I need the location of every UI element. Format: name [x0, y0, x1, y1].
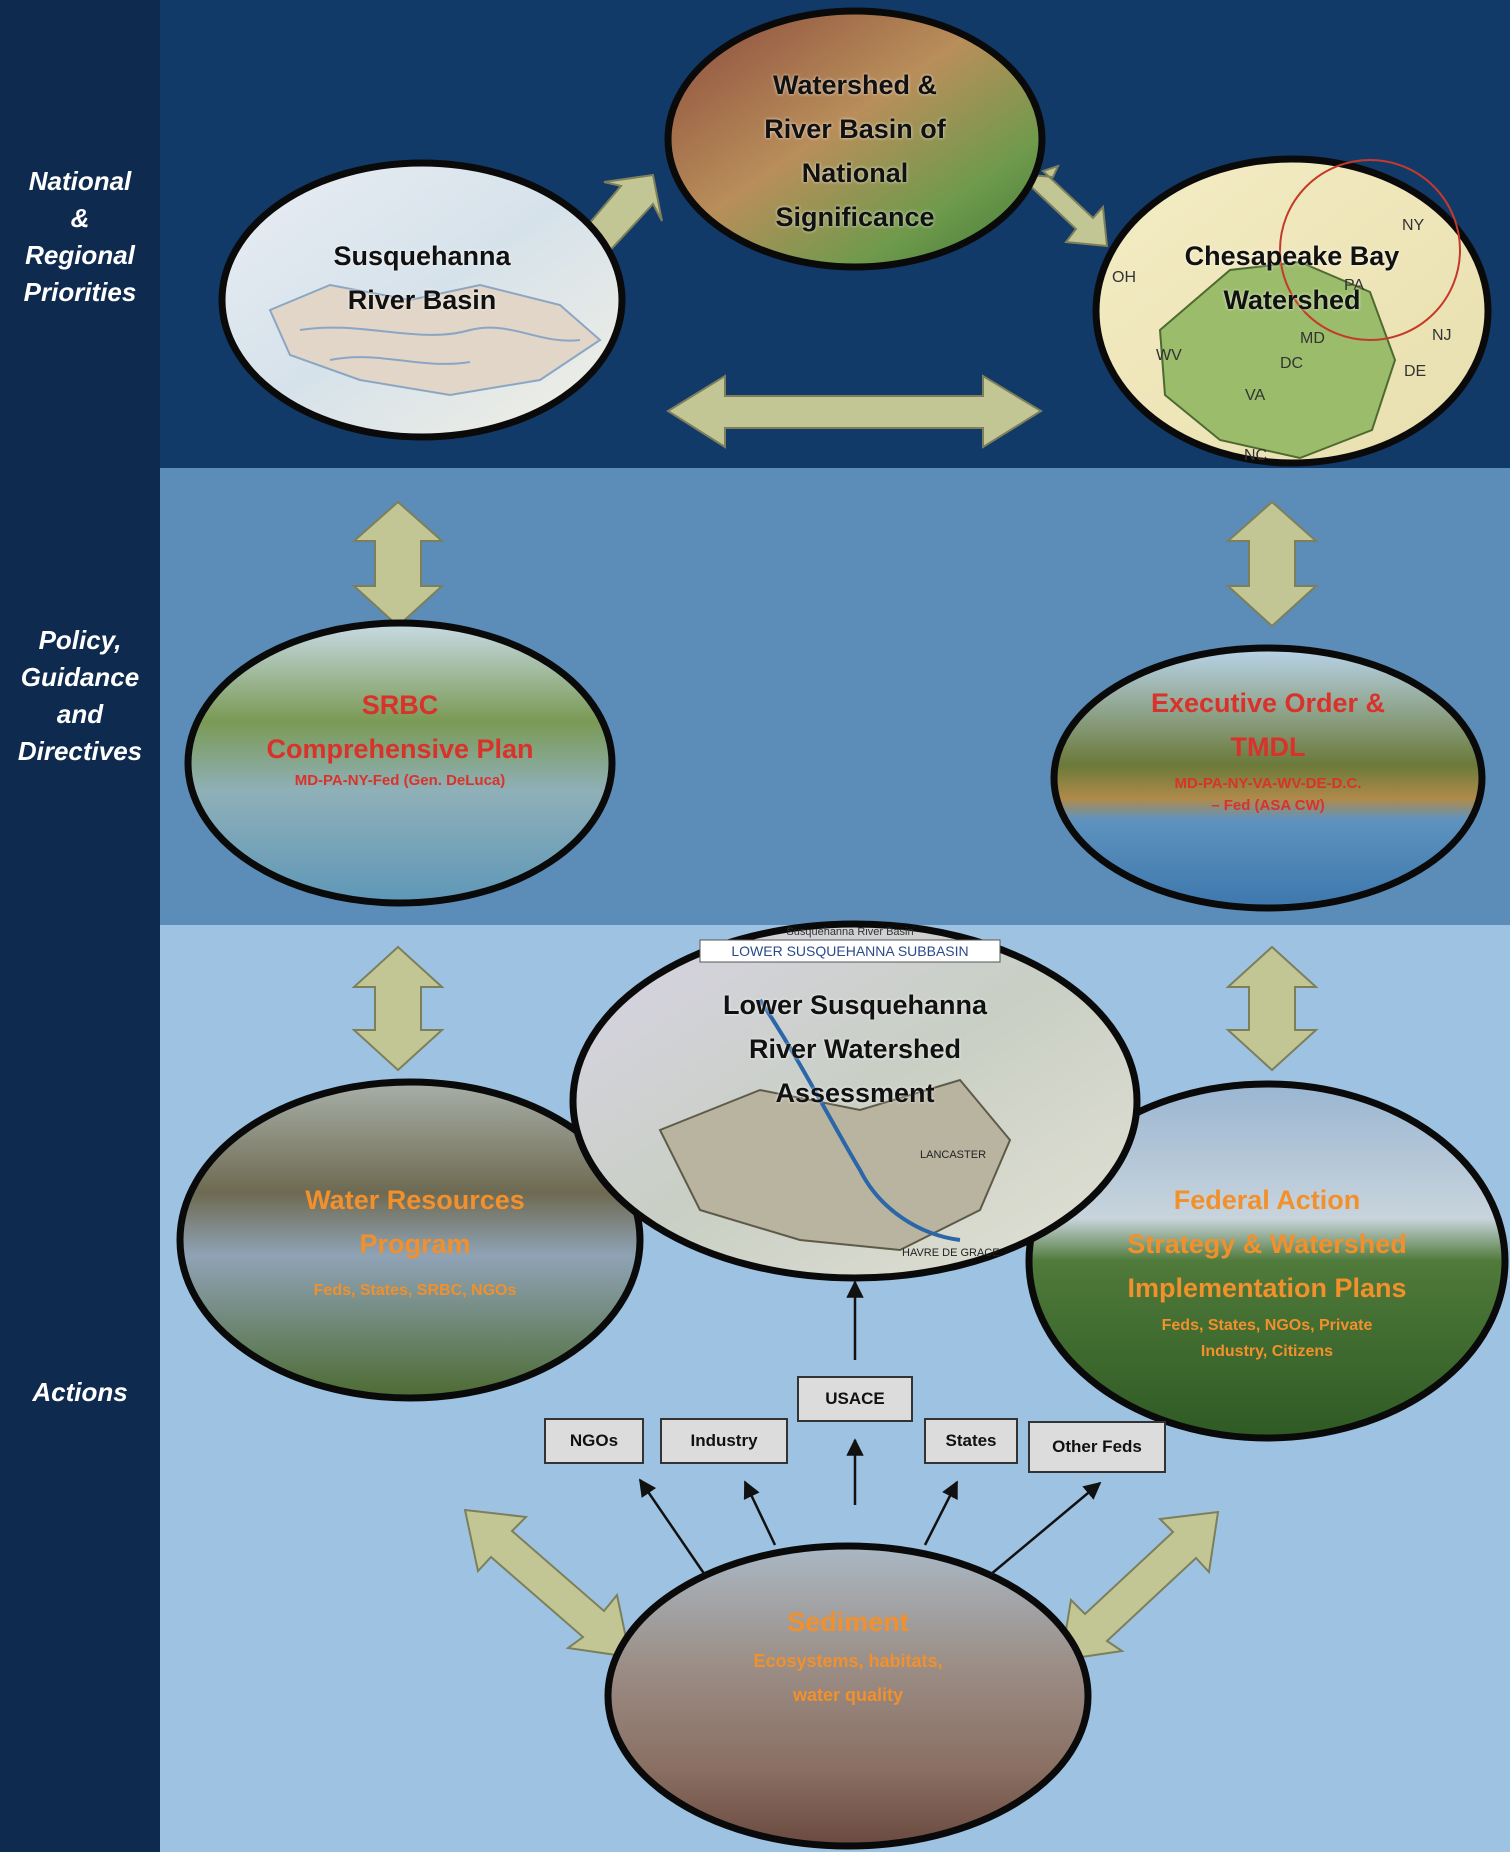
federal-action-title: Federal Action Strategy & Watershed Impl… [1127, 1185, 1407, 1303]
stakeholder-usace: USACE [797, 1376, 913, 1422]
sediment-title: Sediment [787, 1607, 909, 1637]
arrow-federal-sediment [1059, 1510, 1220, 1662]
sidebar-label-actions: Actions [32, 1377, 128, 1407]
map-label-md: MD [1300, 330, 1325, 347]
stakeholder-industry: Industry [660, 1418, 788, 1464]
arrow-susq-chesapeake [666, 374, 1043, 449]
map-label-oh: OH [1112, 269, 1136, 286]
srbc-plan-photo [184, 619, 616, 907]
lower-susquehanna-label: Lower Susquehanna River Watershed Assess… [722, 990, 988, 1108]
sidebar: National & Regional Priorities Policy, G… [0, 0, 160, 1852]
sediment-subtitle: Ecosystems, habitats, water quality [753, 1651, 943, 1705]
sidebar-label-policy: Policy, Guidance and Directives [17, 625, 143, 766]
map-label-de: DE [1404, 363, 1426, 380]
map-label-susq-title: Susquehanna River Basin [786, 926, 913, 938]
sidebar-label-national: National & Regional Priorities [23, 166, 137, 307]
national-watershed-map [664, 7, 1046, 271]
lower-susquehanna-map-details: Susquehanna River Basin LOWER SUSQUEHANN… [658, 926, 1012, 1259]
arrow-wrp-sediment [463, 1508, 632, 1659]
map-label-nc: NC [1244, 447, 1267, 464]
national-watershed-label: Watershed & River Basin of National Sign… [764, 70, 946, 232]
arrow-susq-srbc [351, 500, 445, 628]
map-label-nj: NJ [1432, 327, 1452, 344]
arrow-chesapeake-exec [1225, 500, 1319, 628]
arrow-to-states [923, 1480, 959, 1546]
exec-order-title: Executive Order & TMDL [1150, 688, 1386, 762]
chesapeake-map-details: NY PA NJ MD DC DE VA WV NC OH [1112, 159, 1461, 464]
exec-order-subtitle: MD-PA-NY-VA-WV-DE-D.C. – Fed (ASA CW) [1174, 775, 1362, 814]
map-label-havre: HAVRE DE GRACE [902, 1247, 1000, 1259]
water-resources-subtitle: Feds, States, SRBC, NGOs [313, 1282, 517, 1299]
federal-action-photo [1025, 1080, 1509, 1442]
arrow-exec-federal [1225, 945, 1319, 1072]
arrow-srbc-wrp [351, 945, 445, 1072]
srbc-plan-subtitle: MD-PA-NY-Fed (Gen. DeLuca) [294, 772, 506, 789]
stakeholder-states: States [924, 1418, 1018, 1464]
srbc-plan-title: SRBC Comprehensive Plan [266, 690, 534, 764]
map-label-ny: NY [1402, 217, 1425, 234]
chesapeake-watershed-label: Chesapeake Bay Watershed [1184, 241, 1400, 315]
sediment-photo [604, 1542, 1092, 1850]
map-label-va: VA [1245, 387, 1265, 404]
stakeholder-ngos: NGOs [544, 1418, 644, 1464]
susquehanna-map-details [268, 283, 602, 397]
arrow-to-other-feds [989, 1481, 1102, 1576]
map-label-lower-subbasin: LOWER SUSQUEHANNA SUBBASIN [731, 943, 968, 959]
water-resources-title: Water Resources Program [305, 1185, 525, 1259]
map-label-lancaster: LANCASTER [920, 1149, 986, 1161]
federal-action-subtitle: Feds, States, NGOs, Private Industry, Ci… [1161, 1317, 1373, 1360]
map-label-wv: WV [1156, 347, 1182, 364]
map-label-pa: PA [1344, 277, 1364, 294]
susquehanna-basin-label: Susquehanna River Basin [333, 241, 511, 315]
water-resources-photo [176, 1078, 644, 1402]
arrow-to-ngos [638, 1478, 707, 1576]
stakeholder-other-feds: Other Feds [1028, 1421, 1166, 1473]
arrow-to-industry [743, 1480, 777, 1546]
map-label-dc: DC [1280, 355, 1303, 372]
exec-order-photo [1050, 644, 1486, 912]
